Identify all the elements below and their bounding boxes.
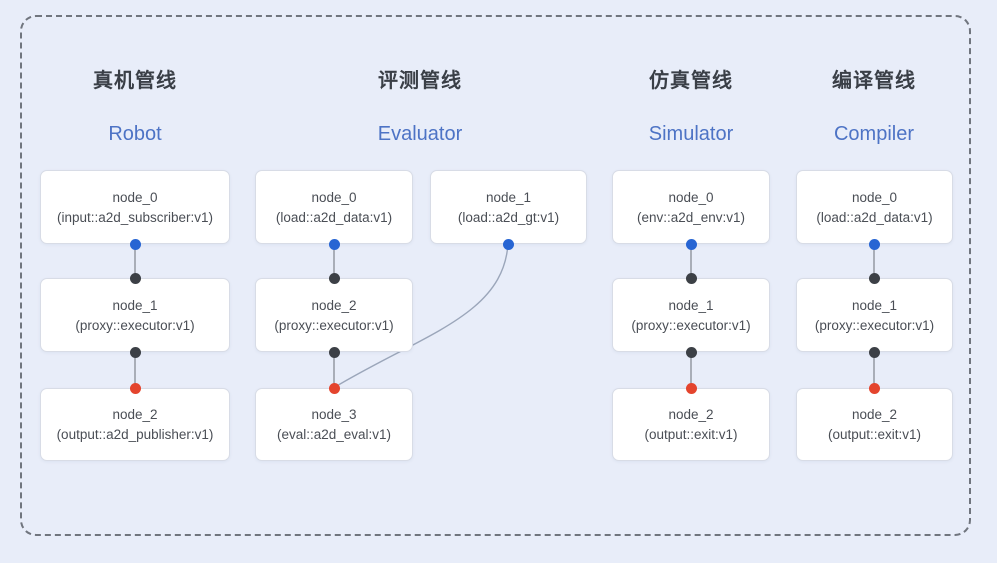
pipeline-title-zh-compiler: 编译管线 [832, 70, 916, 92]
node-impl: (load::a2d_data:v1) [816, 209, 933, 225]
pipeline-title-zh-evaluator: 评测管线 [378, 70, 462, 92]
node-impl: (output::a2d_publisher:v1) [56, 427, 214, 442]
simulator-node1-input-port-dot [685, 272, 697, 284]
simulator-node0-output-port-dot [685, 238, 697, 250]
node-impl: (eval::a2d_eval:v1) [276, 427, 392, 442]
robot-node1-box: node_1 (proxy::executor:v1) [40, 278, 230, 352]
evaluator-node2-input-port-dot [328, 272, 340, 284]
simulator-node0-box: node_0 (env::a2d_env:v1) [612, 170, 770, 244]
node-impl: (proxy::executor:v1) [75, 317, 195, 333]
node-impl: (proxy::executor:v1) [814, 317, 935, 333]
node-name: node_1 [112, 297, 158, 313]
robot-node1-output-port-dot [129, 346, 141, 358]
evaluator-node2-output-port-dot [328, 346, 340, 358]
node-impl: (env::a2d_env:v1) [636, 209, 746, 225]
evaluator-node1-output-port-dot [502, 238, 514, 250]
evaluator-node3-input-port-dot [328, 382, 340, 394]
robot-node0-output-port-dot [129, 238, 141, 250]
node-name: node_2 [668, 407, 714, 422]
node-name: node_2 [851, 407, 898, 422]
compiler-node0-output-port-dot [868, 238, 880, 250]
node-name: node_1 [668, 297, 714, 313]
node-name: node_3 [311, 407, 357, 422]
node-name: node_0 [311, 189, 357, 205]
node-impl: (output::exit:v1) [827, 427, 922, 442]
compiler-node1-box: node_1 (proxy::executor:v1) [796, 278, 953, 352]
pipeline-title-en-simulator: Simulator [648, 123, 734, 145]
node-name: node_1 [851, 297, 898, 313]
robot-node2-input-port-dot [129, 382, 141, 394]
simulator-node1-box: node_1 (proxy::executor:v1) [612, 278, 770, 352]
simulator-node1-output-port-dot [685, 346, 697, 358]
node-name: node_0 [668, 189, 714, 205]
evaluator-node2-box: node_2 (proxy::executor:v1) [255, 278, 413, 352]
robot-node1-input-port-dot [129, 272, 141, 284]
node-name: node_2 [112, 407, 158, 422]
pipeline-group-frame [20, 15, 971, 536]
pipeline-title-en-compiler: Compiler [833, 123, 915, 145]
robot-node0-box: node_0 (input::a2d_subscriber:v1) [40, 170, 230, 244]
evaluator-node3-box: node_3 (eval::a2d_eval:v1) [255, 388, 413, 461]
robot-node2-box: node_2 (output::a2d_publisher:v1) [40, 388, 230, 461]
node-name: node_2 [311, 297, 357, 313]
node-impl: (output::exit:v1) [644, 427, 738, 442]
simulator-node2-box: node_2 (output::exit:v1) [612, 388, 770, 461]
compiler-node1-input-port-dot [868, 272, 880, 284]
compiler-node0-box: node_0 (load::a2d_data:v1) [796, 170, 953, 244]
evaluator-node1-box: node_1 (load::a2d_gt:v1) [430, 170, 587, 244]
pipeline-title-zh-robot: 真机管线 [93, 70, 177, 92]
compiler-node1-output-port-dot [868, 346, 880, 358]
node-impl: (load::a2d_gt:v1) [457, 209, 560, 225]
node-name: node_0 [112, 189, 158, 205]
pipeline-title-en-evaluator: Evaluator [377, 123, 463, 145]
simulator-node2-input-port-dot [685, 382, 697, 394]
compiler-node2-input-port-dot [868, 382, 880, 394]
compiler-node2-box: node_2 (output::exit:v1) [796, 388, 953, 461]
edge-eval-n1-n3-curve [334, 243, 509, 388]
node-name: node_0 [851, 189, 898, 205]
pipeline-title-zh-simulator: 仿真管线 [649, 70, 733, 92]
node-impl: (input::a2d_subscriber:v1) [56, 209, 214, 225]
node-impl: (proxy::executor:v1) [274, 317, 394, 333]
evaluator-node0-output-port-dot [328, 238, 340, 250]
node-impl: (load::a2d_data:v1) [275, 209, 393, 225]
node-impl: (proxy::executor:v1) [631, 317, 751, 333]
node-name: node_1 [485, 189, 532, 205]
pipeline-title-en-robot: Robot [108, 123, 162, 145]
evaluator-node0-box: node_0 (load::a2d_data:v1) [255, 170, 413, 244]
